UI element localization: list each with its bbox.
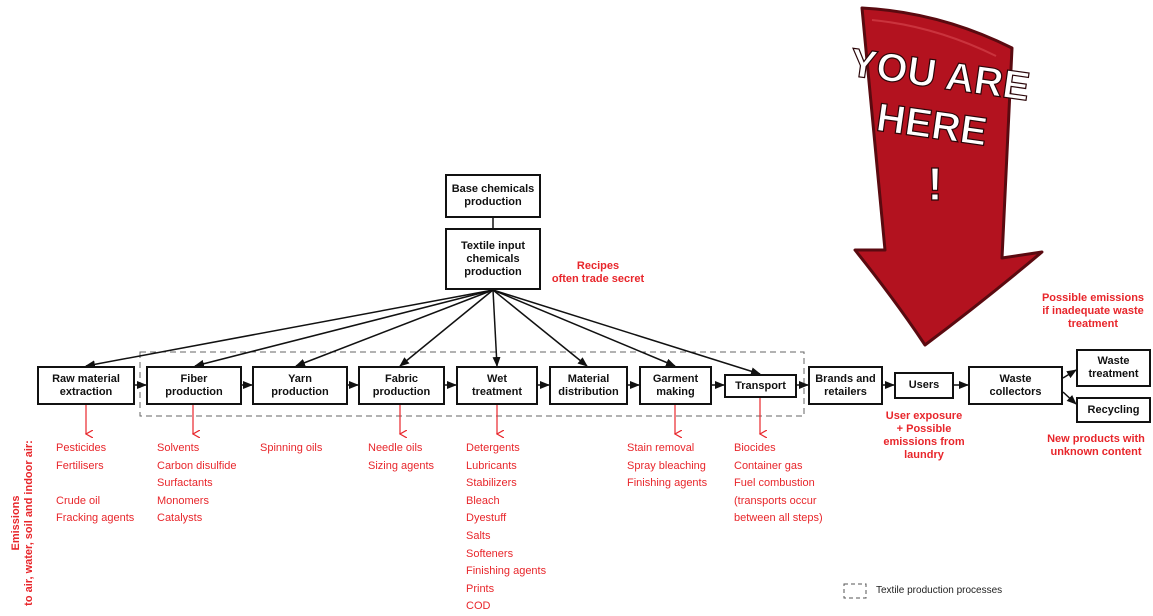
box-waste-collectors: Waste collectors	[968, 366, 1063, 405]
box-brands-retailers: Brands and retailers	[808, 366, 883, 405]
chain-arrows	[135, 369, 1077, 405]
emissions-fiber: Solvents Carbon disulfide Surfactants Mo…	[157, 442, 237, 525]
box-transport: Transport	[724, 374, 797, 398]
you-are-here-line3: !	[927, 158, 942, 210]
note-new-products: New products with unknown content	[1047, 433, 1145, 458]
box-yarn-production: Yarn production	[252, 366, 348, 405]
fan-arrows	[85, 289, 761, 376]
box-fabric-production: Fabric production	[358, 366, 445, 405]
emissions-garment: Stain removal Spray bleaching Finishing …	[627, 442, 708, 490]
note-possible-emissions: Possible emissions if inadequate waste t…	[1041, 292, 1145, 330]
legend-label: Textile production processes	[876, 585, 1003, 596]
box-base-chemicals: Base chemicals production	[445, 174, 541, 218]
emissions-fabric: Needle oils Sizing agents	[368, 442, 435, 472]
emissions-raw-material: Pesticides Fertilisers Crude oil Frackin…	[56, 442, 135, 525]
you-are-here-arrow	[853, 6, 1044, 347]
side-label-emissions: Emissions to air, water, soil and indoor…	[10, 440, 35, 606]
box-garment-making: Garment making	[639, 366, 712, 405]
box-waste-treatment: Waste treatment	[1076, 349, 1151, 387]
emissions-yarn: Spinning oils	[260, 442, 323, 454]
box-textile-input-chemicals: Textile input chemicals production	[445, 228, 541, 290]
emissions-wet-treatment: Detergents Lubricants Stabilizers Bleach…	[466, 442, 547, 613]
legend-dashed-square	[843, 583, 867, 599]
note-user-exposure: User exposure + Possible emissions from …	[883, 410, 965, 461]
emission-arrows	[86, 398, 760, 434]
note-recipes: Recipes often trade secret	[551, 260, 645, 285]
box-recycling: Recycling	[1076, 397, 1151, 423]
box-users: Users	[894, 372, 954, 399]
emissions-transport: Biocides Container gas Fuel combustion (…	[734, 442, 823, 525]
box-raw-material-extraction: Raw material extraction	[37, 366, 135, 405]
box-wet-treatment: Wet treatment	[456, 366, 538, 405]
box-material-distribution: Material distribution	[549, 366, 628, 405]
box-fiber-production: Fiber production	[146, 366, 242, 405]
